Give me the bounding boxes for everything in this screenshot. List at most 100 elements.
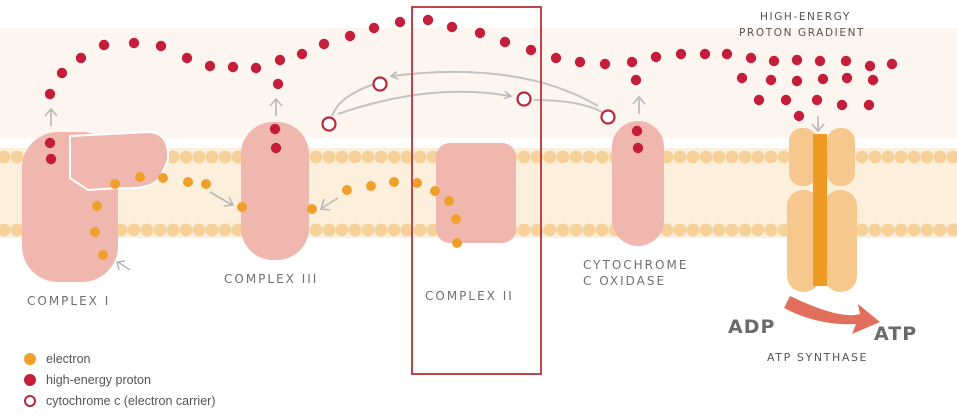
proton: [227, 61, 239, 73]
membrane-bead: [686, 150, 700, 164]
proton: [780, 94, 792, 106]
synthase-top-right: [827, 128, 855, 186]
proton: [98, 39, 110, 51]
proton: [753, 94, 765, 106]
proton: [863, 99, 875, 111]
electron: [158, 173, 168, 183]
membrane-bead: [166, 223, 180, 237]
synthase-bottom-left: [787, 190, 820, 292]
membrane-bead: [660, 223, 674, 237]
proton: [525, 44, 537, 56]
cytochrome-c-icon: [24, 394, 36, 407]
gradient-label-line1: HIGH-ENERGY: [760, 11, 851, 23]
proton-icon: [24, 373, 36, 386]
atp-synthase: [787, 116, 857, 292]
proton: [56, 67, 68, 79]
gradient-label-line2: PROTON GRADIENT: [739, 27, 866, 39]
electron-arrow-c2-to-c3: [319, 197, 339, 211]
cytochrome-c-carrier: [321, 116, 337, 132]
proton-exit-arrows: [44, 95, 646, 126]
membrane-bead: [387, 223, 401, 237]
cytochrome-c-carrier: [600, 109, 616, 125]
membrane-bead: [946, 223, 957, 237]
membrane-bead: [218, 150, 232, 164]
proton: [630, 74, 642, 86]
membrane-bead: [556, 223, 570, 237]
cytochrome-c-carrier: [372, 76, 388, 92]
membrane-bead: [400, 223, 414, 237]
membrane-bead: [907, 150, 921, 164]
membrane-bead: [764, 150, 778, 164]
electron-dots: [90, 172, 462, 260]
proton: [204, 60, 216, 72]
legend: electron high-energy proton cytochrome c…: [24, 348, 216, 411]
proton: [632, 142, 644, 154]
membrane-bead: [894, 150, 908, 164]
legend-label: electron: [46, 351, 91, 366]
membrane-bead: [920, 223, 934, 237]
membrane-bead: [387, 150, 401, 164]
proton: [550, 52, 562, 64]
proton: [836, 99, 848, 111]
membrane-bead: [205, 223, 219, 237]
complex-ii-body: [436, 143, 516, 243]
membrane-bead: [751, 150, 765, 164]
electron-flow-arrows: [116, 191, 339, 271]
membrane-bead: [556, 150, 570, 164]
membrane-bead: [725, 223, 739, 237]
electron: [92, 201, 102, 211]
membrane-bead: [686, 223, 700, 237]
membrane-bead: [920, 150, 934, 164]
proton: [250, 62, 262, 74]
proton: [574, 56, 586, 68]
proton: [675, 48, 687, 60]
proton: [75, 52, 87, 64]
membrane-bead: [322, 223, 336, 237]
membrane-bead: [881, 223, 895, 237]
membrane-bead: [738, 150, 752, 164]
proton: [296, 48, 308, 60]
legend-item-proton: high-energy proton: [24, 369, 216, 390]
membrane-bead: [673, 223, 687, 237]
membrane-bead: [595, 150, 609, 164]
electron: [444, 196, 454, 206]
membrane-bead: [205, 150, 219, 164]
proton: [793, 110, 805, 122]
intermembrane-space: [0, 28, 957, 138]
membrane-bead: [179, 223, 193, 237]
membrane-bead: [933, 223, 947, 237]
proton: [344, 30, 356, 42]
membrane-bead: [348, 223, 362, 237]
complex-i-label: COMPLEX I: [27, 294, 111, 308]
proton: [841, 72, 853, 84]
legend-label: high-energy proton: [46, 372, 151, 387]
membrane-bead: [543, 150, 557, 164]
electron: [366, 181, 376, 191]
proton: [270, 142, 282, 154]
proton: [45, 153, 57, 165]
proton: [626, 56, 638, 68]
legend-item-cytochrome: cytochrome c (electron carrier): [24, 390, 216, 411]
membrane-bead: [764, 223, 778, 237]
synthase-top-left: [789, 128, 817, 186]
proton: [44, 137, 56, 149]
membrane-bead: [569, 150, 583, 164]
proton-dots: [44, 14, 898, 165]
proton: [155, 40, 167, 52]
membrane-bead: [335, 150, 349, 164]
electron: [201, 179, 211, 189]
membrane-bead: [712, 150, 726, 164]
proton: [422, 14, 434, 26]
complex-iii-body: [241, 122, 309, 260]
membrane-bead: [582, 150, 596, 164]
proton: [368, 22, 380, 34]
electron: [412, 178, 422, 188]
complex-ii-label: COMPLEX II: [425, 289, 514, 303]
proton: [840, 55, 852, 67]
membrane-bead: [868, 150, 882, 164]
membrane-bead: [140, 223, 154, 237]
electron: [183, 177, 193, 187]
proton: [44, 88, 56, 100]
electron: [110, 179, 120, 189]
proton-exit-arrow-c1: [44, 107, 58, 126]
